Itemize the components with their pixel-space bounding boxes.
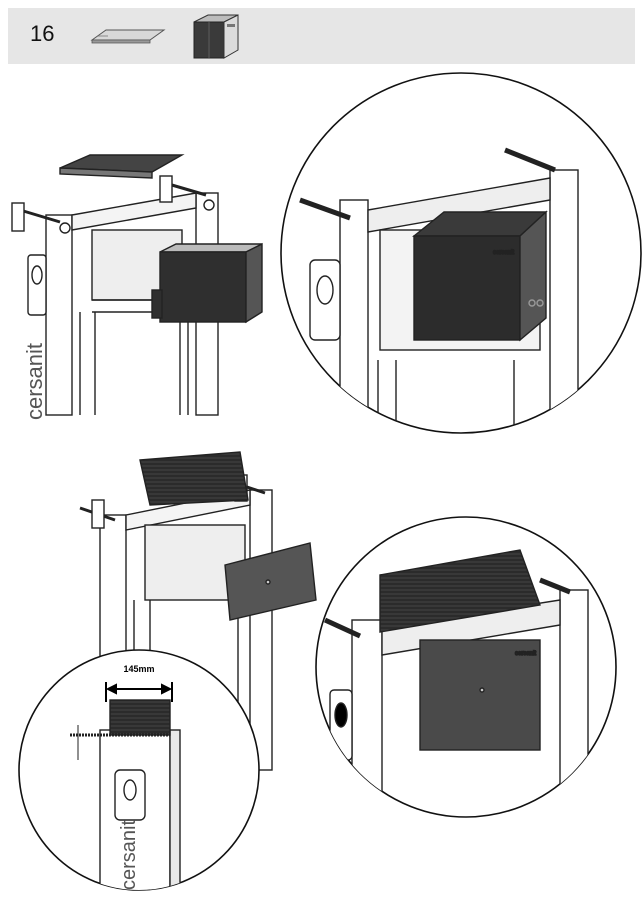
- closeup-plate-mounted: cersanit: [315, 516, 617, 818]
- closeup-box-mounted: cersanit: [280, 72, 642, 434]
- dimension-label: 145mm: [123, 664, 154, 674]
- svg-text:cersanit: cersanit: [493, 250, 514, 256]
- svg-text:cersanit: cersanit: [515, 651, 536, 657]
- plate-icon: [90, 29, 166, 44]
- box-icon: [193, 14, 239, 59]
- brand-text-closeup: cersanit: [118, 820, 140, 890]
- closeup-dimension: 145mm cersanit: [18, 649, 260, 891]
- step-header: 16: [8, 8, 635, 64]
- brand-text-vertical: cersanit: [22, 343, 47, 420]
- frame-box-attach: [11, 154, 263, 416]
- step-number: 16: [30, 21, 55, 46]
